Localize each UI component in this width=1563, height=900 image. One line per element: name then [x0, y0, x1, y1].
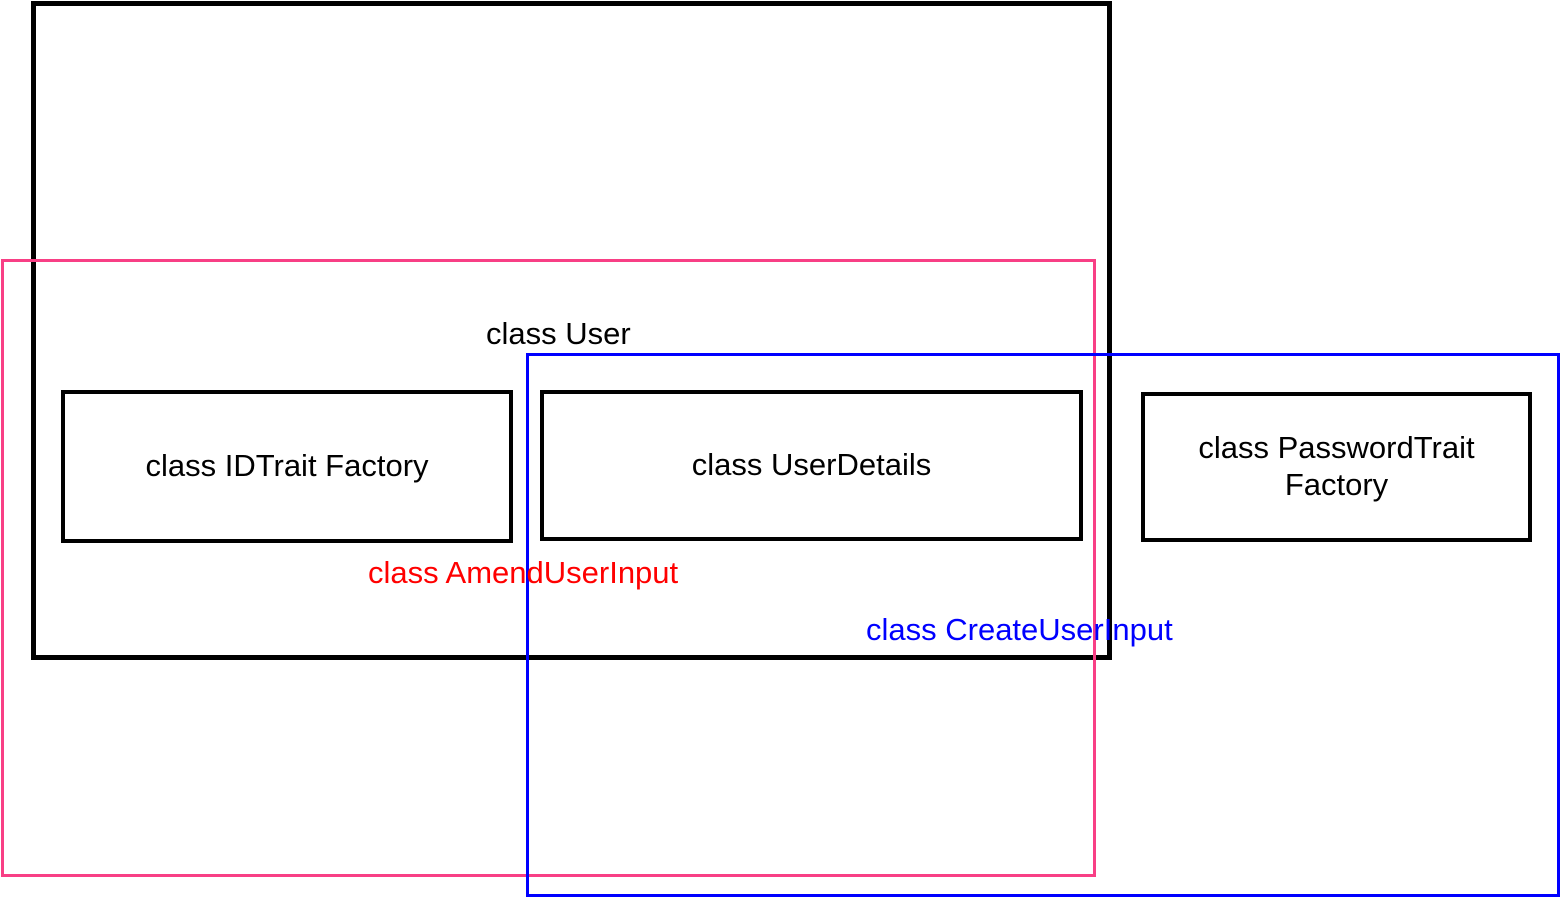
class-box-password-trait-factory-label: class PasswordTrait Factory [1198, 430, 1475, 502]
region-class-amend-user-input [1, 259, 1096, 877]
class-box-user-details: class UserDetails [540, 390, 1083, 541]
region-label-class-user: class User [486, 316, 631, 351]
class-box-user-details-label: class UserDetails [691, 447, 932, 483]
class-box-password-trait-factory: class PasswordTrait Factory [1141, 392, 1532, 542]
region-label-class-amend-user-input: class AmendUserInput [368, 555, 679, 590]
class-box-idtrait-factory: class IDTrait Factory [61, 390, 513, 543]
region-label-class-create-user-input: class CreateUserInput [866, 612, 1173, 647]
class-box-idtrait-factory-label: class IDTrait Factory [145, 448, 429, 484]
region-class-create-user-input [526, 353, 1560, 897]
region-class-user [31, 1, 1112, 660]
